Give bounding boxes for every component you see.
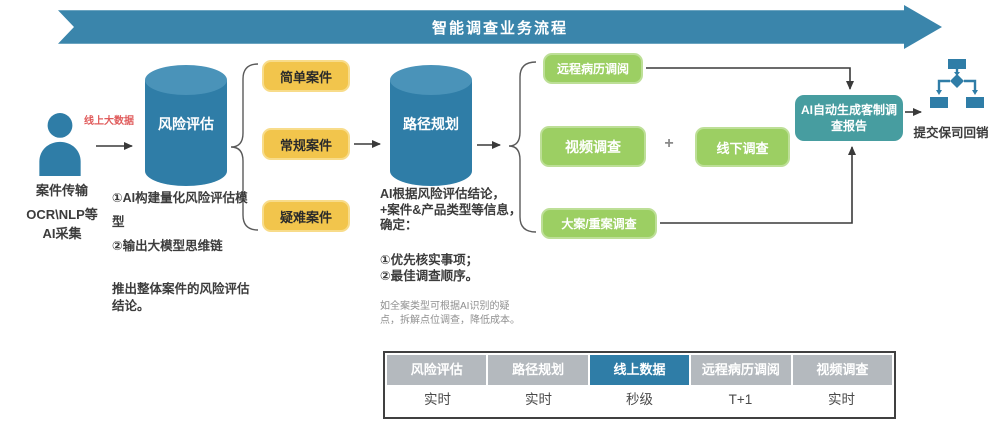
stage1-note-2: ②输出大模型思维链 — [112, 238, 223, 253]
stage1-notes: ①AI构建量化风险评估模型 ②输出大模型思维链 推出整体案件的风险评估结论。 — [112, 187, 256, 314]
sla-table-header-row: 风险评估 路径规划 线上数据 远程病历调阅 视频调查 — [387, 355, 893, 385]
route-cylinder: 路径规划 — [389, 64, 473, 188]
title-banner: 智能调查业务流程 — [58, 5, 942, 49]
case-hard-box: 疑难案件 — [262, 200, 350, 232]
sla-table: 风险评估 路径规划 线上数据 远程病历调阅 视频调查 实时 实时 秒级 T+1 … — [383, 351, 896, 419]
case-simple-box: 简单案件 — [262, 60, 350, 92]
stage1-note-1: ①AI构建量化风险评估模型 — [112, 191, 248, 229]
risk-cylinder-label: 风险评估 — [158, 116, 214, 132]
report-label: AI自动生成客制调查报告 — [801, 102, 898, 133]
table-value-cell-risk: 实时 — [424, 392, 451, 407]
table-header-cell-remote-record: 远程病历调阅 — [691, 355, 791, 385]
branch-offline-box: 线下调查 — [695, 127, 790, 167]
case-source-person-icon — [39, 113, 81, 176]
table-value-cell-video: 实时 — [828, 392, 855, 407]
banner-title: 智能调查业务流程 — [431, 19, 568, 37]
stage1-note-3: 推出整体案件的风险评估结论。 — [112, 282, 250, 313]
route-cylinder-label: 路径规划 — [403, 116, 459, 132]
stage2-note-small: 如全案类型可根据AI识别的疑点，拆解点位调查，降低成本。 — [380, 301, 520, 326]
risk-cylinder: 风险评估 — [144, 64, 228, 188]
table-header-cell-video: 视频调查 — [792, 355, 893, 385]
table-header-cell-risk: 风险评估 — [387, 355, 487, 385]
plus-sign: + — [664, 135, 674, 152]
arrow-remote-to-report — [646, 67, 854, 90]
table-value-cell-online-data: 秒级 — [626, 392, 653, 407]
table-header-cell-online-data: 线上数据 — [589, 355, 690, 385]
submit-label: 提交保司回销 — [913, 126, 989, 140]
stage2-notes: AI根据风险评估结论，+案件&产品类型等信息，确定： ①优先核实事项； ②最佳调… — [380, 187, 522, 327]
submit-flowchart-icon — [930, 59, 984, 108]
table-value-cell-route: 实时 — [525, 392, 552, 407]
branch-major-case-box: 大案/重案调查 — [541, 208, 657, 239]
online-data-label: 线上大数据 — [84, 116, 134, 127]
branch-remote-record-box: 远程病历调阅 — [543, 53, 643, 84]
person-label: 案件传输 — [35, 183, 88, 198]
table-value-cell-remote-record: T+1 — [728, 392, 753, 407]
branch-video-box: 视频调查 — [540, 126, 646, 167]
person-sublabel: OCR\NLP等 AI采集 — [26, 207, 98, 241]
report-box: AI自动生成客制调查报告 — [795, 95, 903, 141]
stage2-note-intro: AI根据风险评估结论，+案件&产品类型等信息，确定： — [380, 187, 522, 233]
sla-table-value-row: 实时 实时 秒级 T+1 实时 — [387, 385, 892, 415]
stage2-note-items: ①优先核实事项； ②最佳调查顺序。 — [380, 252, 479, 283]
case-regular-box: 常规案件 — [262, 128, 350, 160]
table-header-cell-route: 路径规划 — [488, 355, 588, 385]
